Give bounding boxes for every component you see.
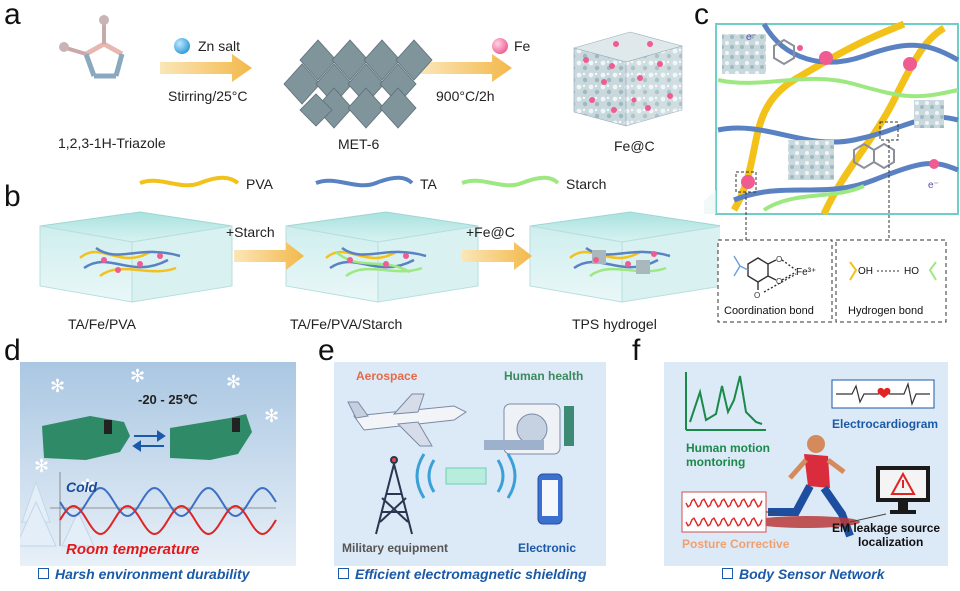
airplane-icon (347, 393, 467, 447)
step-fec-label: +Fe@C (466, 224, 515, 240)
ecg-label: Electrocardiogram (832, 417, 938, 431)
panel-label-f: f (632, 334, 641, 367)
panel-label-a: a (4, 0, 21, 31)
motion-label-line2: montoring (686, 455, 745, 469)
glove-hand-left-icon (42, 416, 130, 460)
panel-f-graphic: Human motion montoring Electrocardiogram… (664, 362, 948, 566)
hydrogen-box (835, 239, 947, 323)
caption-f: Body Sensor Network (722, 566, 884, 582)
panel-a-graphic (59, 15, 684, 129)
panel-e-graphic: Aerospace Human health Military equipmen… (334, 362, 606, 566)
triazole-molecule-icon (59, 15, 125, 79)
electronic-label: Electronic (518, 541, 576, 555)
o-label-2: O (776, 277, 782, 286)
electron-label-2: e⁻ (928, 180, 939, 191)
svg-text:✻: ✻ (80, 476, 95, 496)
temp-label: -20 - 25℃ (138, 392, 197, 407)
caption-d: Harsh environment durability (38, 566, 249, 582)
panel-label-c: c (694, 0, 709, 31)
svg-text:✻: ✻ (34, 456, 49, 476)
coordination-box (717, 239, 833, 323)
health-label: Human health (504, 369, 583, 383)
electron-label-1: e⁻ (746, 32, 757, 43)
em-label-line1: EM leakage source (832, 521, 940, 535)
zn-salt-label: Zn salt (198, 38, 241, 54)
panel-d-graphic: ✻ ✻ ✻ ✻ ✻ ✻ -20 - 25℃ Cold Room temperature (20, 362, 296, 566)
triazole-label: 1,2,3-1H-Triazole (58, 135, 166, 151)
gel-block-1 (39, 211, 233, 303)
o-label-1: O (776, 255, 782, 264)
panel-label-b: b (4, 180, 21, 213)
em-label-line2: localization (858, 535, 923, 549)
panel-label-d: d (4, 334, 21, 367)
heat-label: 900°C/2h (436, 88, 495, 104)
met6-crystals-icon (283, 39, 433, 129)
gel-block-2 (285, 211, 479, 303)
zn-salt-icon (174, 38, 190, 54)
legend-pva-label: PVA (246, 176, 273, 192)
motion-label-line1: Human motion (686, 441, 770, 455)
gel3-label: TPS hydrogel (572, 316, 657, 332)
posture-label: Posture Corrective (682, 537, 790, 551)
fe-icon (492, 38, 508, 54)
stirring-label: Stirring/25°C (168, 88, 248, 104)
svg-text:✻: ✻ (264, 406, 279, 426)
arrow-starch (234, 242, 304, 270)
arrow-1 (160, 54, 252, 82)
svg-text:✻: ✻ (226, 372, 241, 392)
arrow-fec (462, 242, 532, 270)
arrow-2 (420, 54, 512, 82)
legend-starch-label: Starch (566, 176, 607, 192)
ho-label: HO (904, 266, 919, 277)
motion-signal-line (689, 375, 763, 425)
svg-text:✻: ✻ (50, 376, 65, 396)
panel-c-graphic: e⁻ e⁻ O O O Fe³⁺ OH HO Coordination bond… (704, 20, 960, 323)
legend-ta-label: TA (420, 176, 437, 192)
panel-b-graphic (39, 175, 720, 303)
heart-icon (877, 387, 891, 398)
step-starch-label: +Starch (226, 224, 275, 240)
room-temp-label: Room temperature (66, 541, 199, 558)
posture-box (681, 491, 767, 533)
starch-legend-line (461, 175, 560, 188)
monitor-warning-icon (876, 466, 930, 514)
fec-label: Fe@C (614, 138, 655, 154)
svg-text:✻: ✻ (130, 366, 145, 386)
fe3-label: Fe³⁺ (796, 267, 816, 278)
o-label-3: O (754, 291, 760, 300)
gel-block-3 (529, 211, 720, 303)
shield-device-icon (415, 453, 517, 499)
hydrogen-label: Hydrogen bond (848, 305, 923, 317)
caption-e: Efficient electromagnetic shielding (338, 566, 587, 582)
aerospace-label: Aerospace (356, 369, 418, 383)
ta-legend-line (315, 175, 414, 188)
glove-hand-right-icon (170, 414, 252, 460)
smartphone-icon (537, 473, 563, 525)
snowy-tree-icons (20, 480, 95, 547)
pva-legend-line (139, 175, 240, 188)
fe-label: Fe (514, 38, 531, 54)
radio-tower-icon (375, 456, 413, 535)
oh-label: OH (858, 266, 873, 277)
mri-machine-icon (484, 403, 574, 455)
gel1-label: TA/Fe/PVA (68, 316, 136, 332)
coordination-label: Coordination bond (724, 305, 814, 317)
cold-label: Cold (66, 479, 98, 495)
panel-label-e: e (318, 334, 335, 367)
room-wave (59, 504, 277, 536)
swap-arrows-icon (132, 430, 166, 452)
military-label: Military equipment (342, 541, 448, 555)
met6-label: MET-6 (338, 136, 380, 152)
fec-cube-icon (572, 31, 684, 127)
cold-wave (59, 486, 277, 518)
snowflake-icons: ✻ ✻ ✻ ✻ ✻ ✻ (34, 366, 279, 496)
gel2-label: TA/Fe/PVA/Starch (290, 316, 403, 332)
